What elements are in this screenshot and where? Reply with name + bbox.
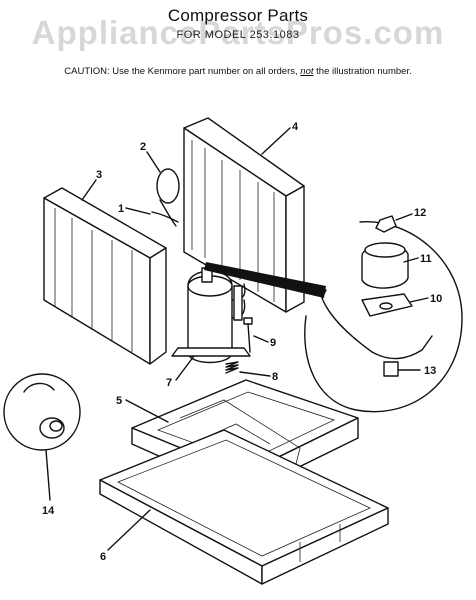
caution-emphasis: not bbox=[300, 66, 314, 77]
detail-leader bbox=[204, 262, 326, 298]
model-number: FOR MODEL 253.1083 bbox=[176, 29, 300, 41]
evaporator-coil bbox=[43, 187, 167, 365]
callout-7: 7 bbox=[166, 377, 172, 389]
terminal-detail-circle bbox=[304, 215, 463, 413]
callout-14: 14 bbox=[42, 505, 55, 517]
callout-8: 8 bbox=[272, 371, 278, 383]
mounting-bolt bbox=[243, 317, 253, 353]
compressor bbox=[171, 267, 251, 364]
caution-prefix: CAUTION: Use the Kenmore part number on … bbox=[64, 66, 298, 77]
caution-suffix: the illustration number. bbox=[316, 66, 412, 77]
callout-2: 2 bbox=[140, 141, 146, 153]
leader-lines bbox=[45, 127, 429, 551]
callout-4: 4 bbox=[292, 121, 299, 133]
callout-13: 13 bbox=[424, 365, 436, 377]
spring-grommet bbox=[225, 361, 239, 374]
callout-10: 10 bbox=[430, 293, 442, 305]
callout-5: 5 bbox=[116, 395, 122, 407]
callout-1: 1 bbox=[118, 203, 124, 215]
caution-note: CAUTION: Use the Kenmore part number on … bbox=[0, 66, 476, 77]
overload-detail-circle bbox=[3, 373, 81, 451]
callout-6: 6 bbox=[100, 551, 106, 563]
base-pan bbox=[99, 429, 389, 585]
capillary-tube bbox=[151, 168, 180, 227]
callout-11: 11 bbox=[420, 253, 432, 265]
page-title: Compressor Parts bbox=[167, 6, 309, 25]
callout-numbers: 1 2 3 4 5 6 7 8 9 10 11 12 13 14 bbox=[42, 121, 442, 563]
callout-12: 12 bbox=[414, 207, 426, 219]
callout-9: 9 bbox=[270, 337, 276, 349]
callout-3: 3 bbox=[96, 169, 102, 181]
